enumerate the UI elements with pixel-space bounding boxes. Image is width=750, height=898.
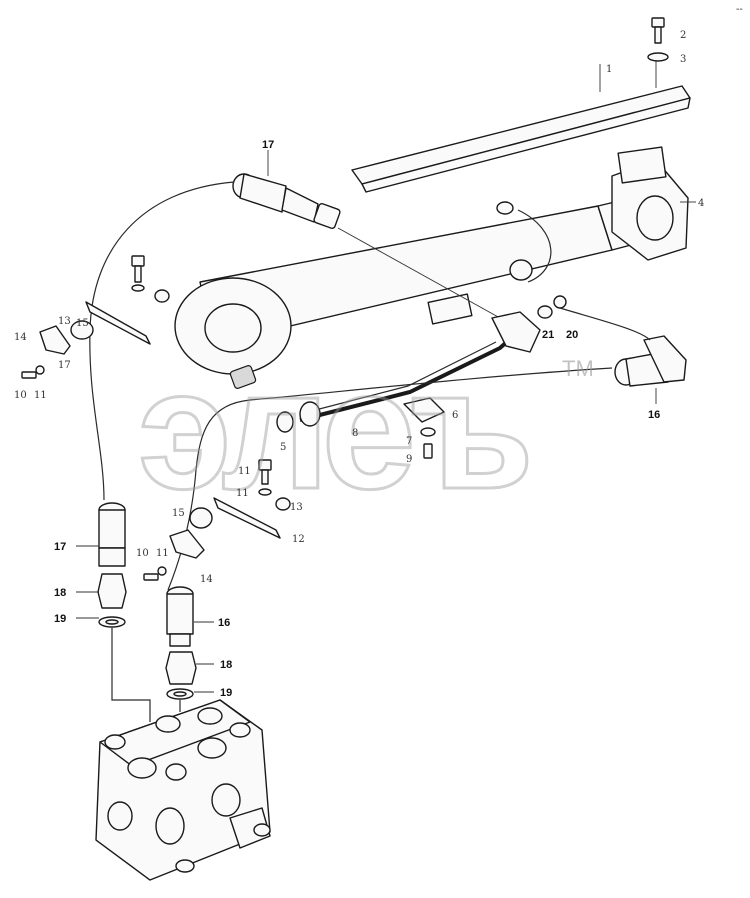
callout-3: 3	[680, 54, 686, 65]
pipe-clamp-lower-left	[143, 459, 291, 581]
elbow-fitting	[491, 295, 567, 353]
callout-11-mid: 11	[236, 488, 249, 499]
callout-13-upper: 13	[58, 316, 71, 327]
fitting-stack-left	[97, 502, 151, 722]
callout-18-left: 18	[54, 587, 66, 599]
callout-21: 21	[542, 329, 554, 341]
callout-20: 20	[566, 329, 578, 341]
channel-bracket-part	[351, 54, 691, 193]
callout-5: 5	[280, 442, 286, 453]
callout-14-upper: 14	[14, 332, 27, 343]
callout-11-mid-upper: 11	[238, 466, 251, 477]
watermark-logo: элеъ	[138, 335, 528, 525]
callout-7: 7	[406, 436, 412, 447]
callout-2: 2	[680, 30, 686, 41]
hose-fitting-upper	[232, 150, 341, 230]
fitting-stack-right	[165, 586, 197, 700]
hydraulic-cylinder-part	[174, 146, 689, 389]
callout-12: 12	[292, 534, 305, 545]
callout-16-right: 16	[648, 409, 660, 421]
callout-17-upper: 17	[262, 139, 274, 151]
callout-10-upper: 10	[14, 390, 27, 401]
callout-9: 9	[406, 454, 412, 465]
hose-fitting-right	[167, 307, 687, 591]
callout-17-left: 17	[54, 541, 66, 553]
callout-15-upper: 15	[76, 318, 89, 329]
callout-15-lower: 15	[172, 508, 185, 519]
corner-mark: --	[736, 4, 743, 15]
callout-19-left: 19	[54, 613, 66, 625]
pipe-clamp-upper-left	[21, 255, 170, 379]
callout-11-upper: 11	[34, 390, 47, 401]
callout-10-lower: 10	[136, 548, 149, 559]
callout-19-right: 19	[220, 687, 232, 699]
callout-6: 6	[452, 410, 458, 421]
callout-18-right: 18	[220, 659, 232, 671]
control-valve-block	[95, 699, 271, 881]
watermark-trademark: TM	[562, 356, 594, 381]
callout-11-lower: 11	[156, 548, 169, 559]
callout-14-lower: 14	[200, 574, 213, 585]
callout-4: 4	[698, 198, 704, 209]
callout-16-lower: 16	[218, 617, 230, 629]
clamp-group-mid	[403, 397, 445, 459]
callout-1: 1	[606, 64, 612, 75]
bolt-top-right	[647, 17, 669, 62]
callout-13-lower: 13	[290, 502, 303, 513]
callout-17-clamp: 17	[58, 360, 71, 371]
callout-8: 8	[352, 428, 358, 439]
